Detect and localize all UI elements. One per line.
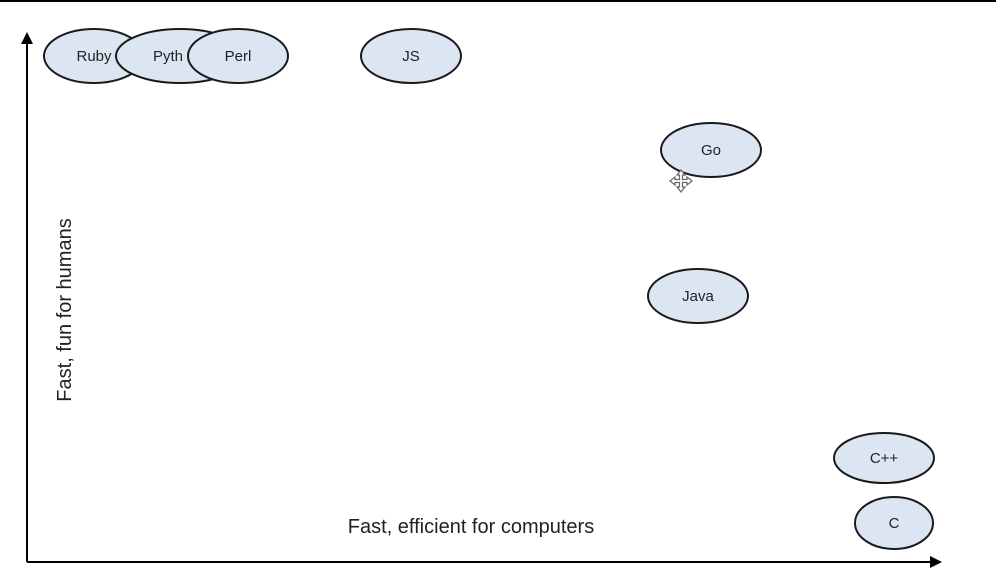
node-c-label: C <box>889 515 900 532</box>
node-go-label: Go <box>701 142 721 159</box>
node-java[interactable]: Java <box>647 268 749 324</box>
move-cursor-icon <box>669 169 693 193</box>
node-c[interactable]: C <box>854 496 934 550</box>
top-border <box>0 0 996 2</box>
node-java-label: Java <box>682 288 714 305</box>
node-ruby-label: Ruby <box>76 48 112 65</box>
node-js-label: JS <box>402 48 420 65</box>
node-js[interactable]: JS <box>360 28 462 84</box>
x-axis-label: Fast, efficient for computers <box>348 516 594 538</box>
node-cpp-label: C++ <box>870 450 899 467</box>
node-perl[interactable]: Perl <box>187 28 289 84</box>
node-python-label: Pyth <box>153 48 183 65</box>
node-perl-label: Perl <box>225 48 252 65</box>
node-cpp[interactable]: C++ <box>833 432 935 484</box>
node-go[interactable]: Go <box>660 122 762 178</box>
y-axis-label: Fast, fun for humans <box>54 218 76 401</box>
